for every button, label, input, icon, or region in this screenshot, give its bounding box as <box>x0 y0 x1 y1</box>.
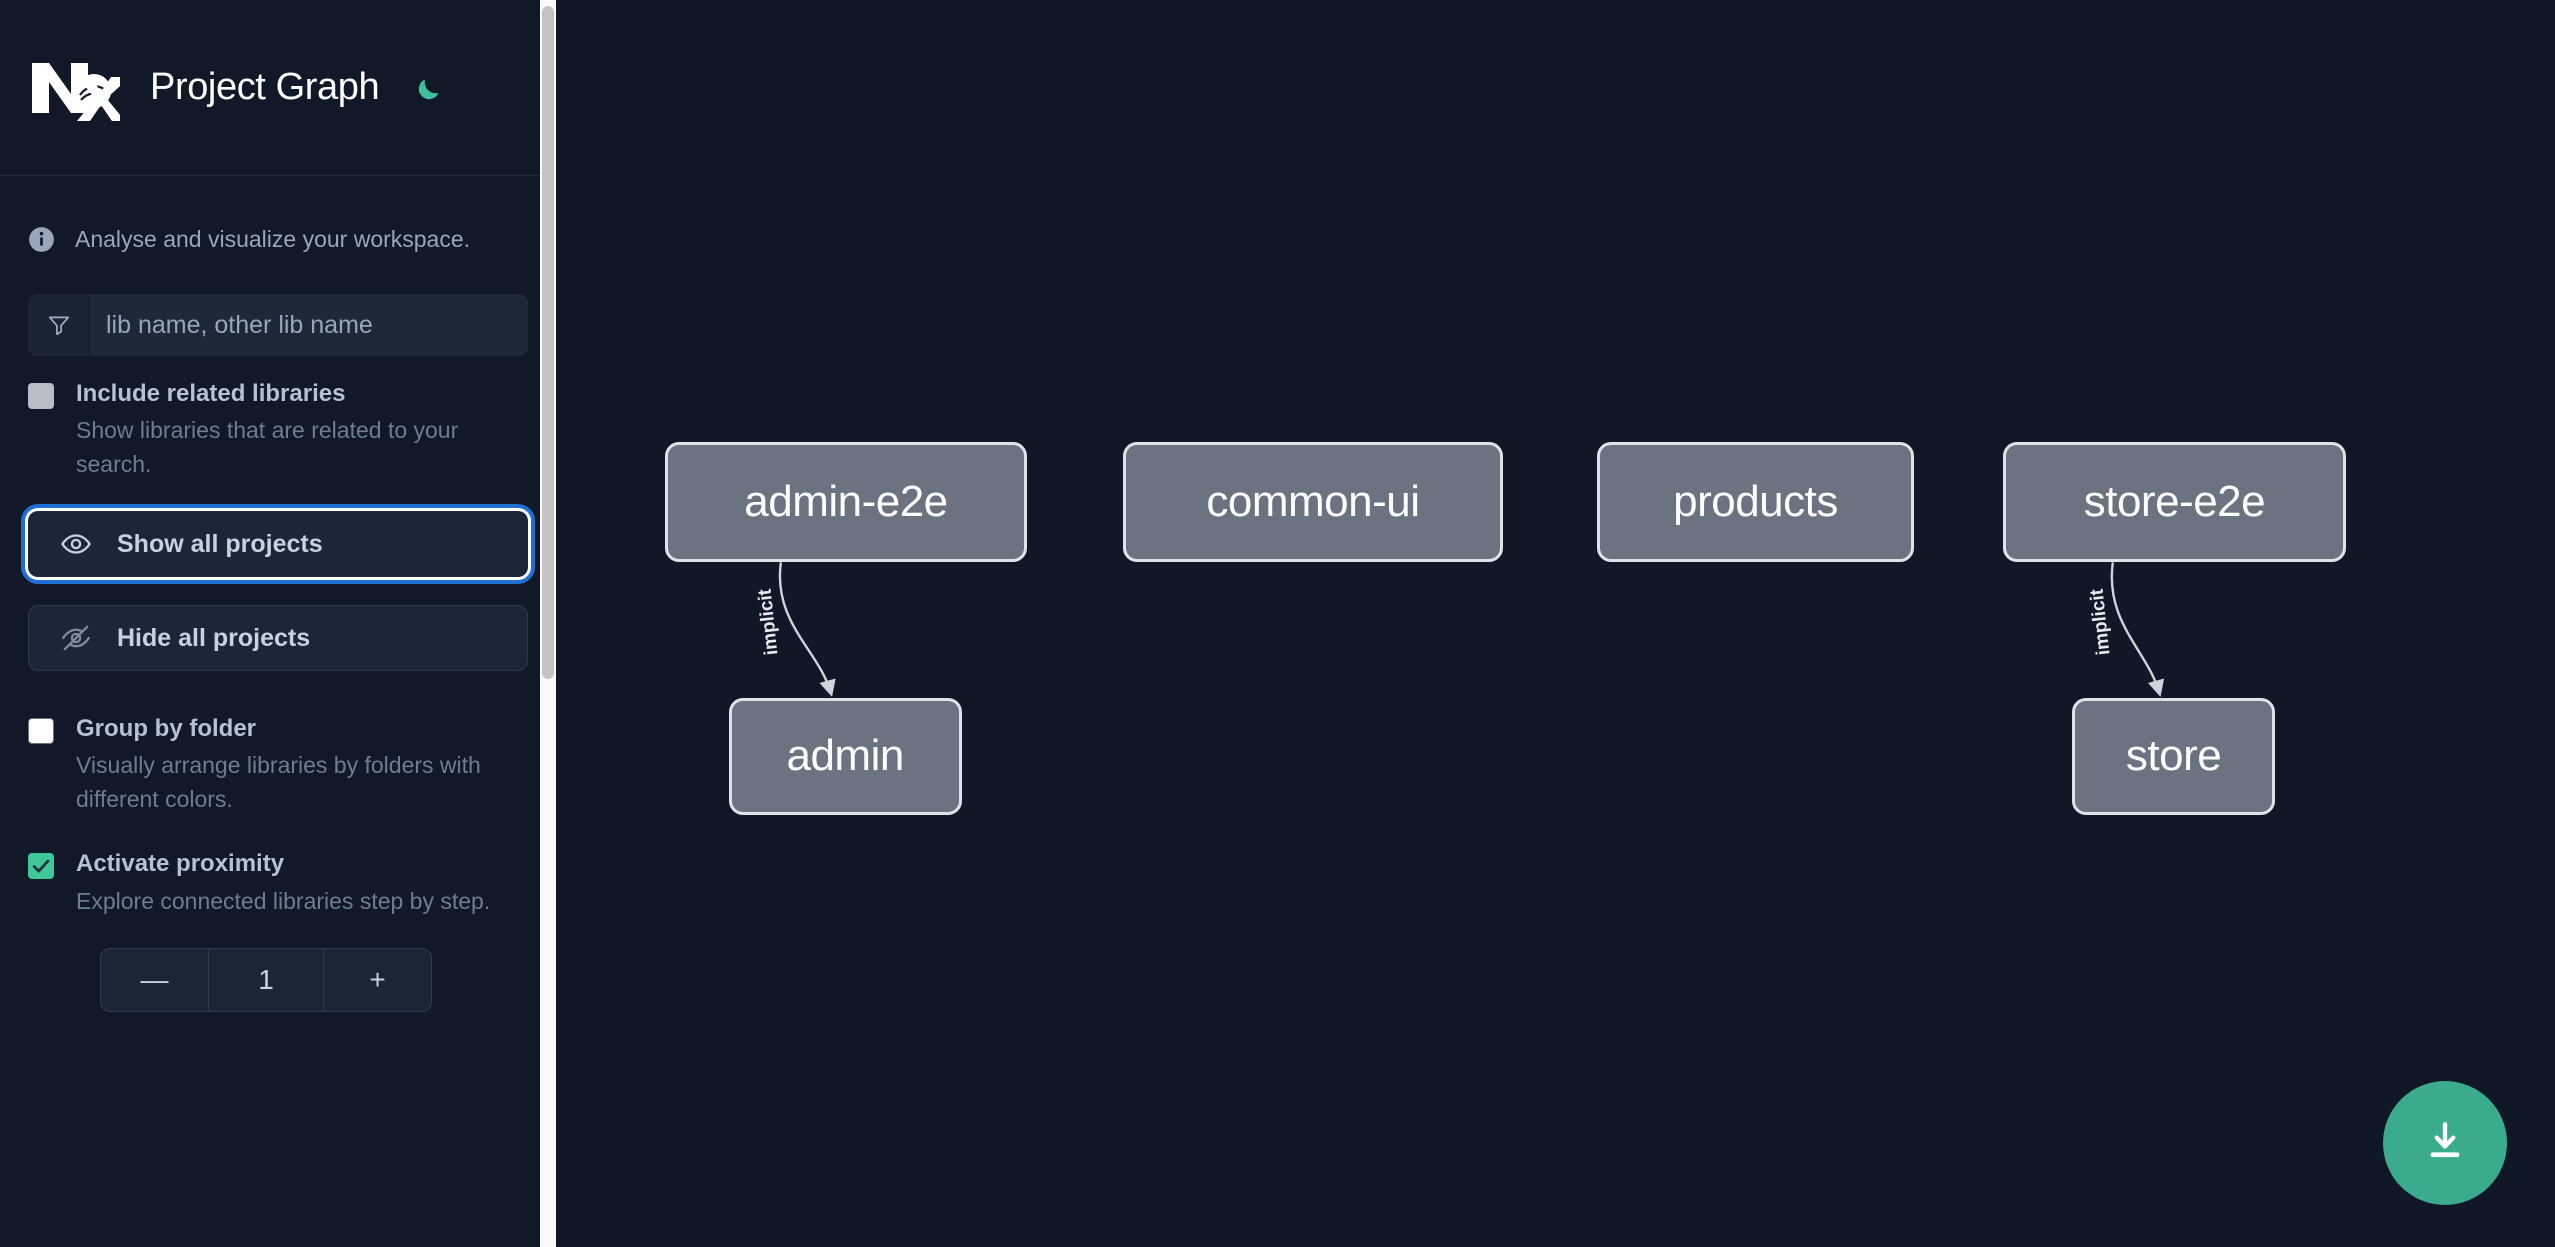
graph-node-label: store <box>2125 731 2222 781</box>
sidebar-scrollbar[interactable] <box>540 0 556 1247</box>
sidebar-scrollbar-thumb[interactable] <box>542 6 554 679</box>
search-row <box>0 268 556 356</box>
eye-icon <box>57 525 95 563</box>
option-label: Group by folder <box>76 715 256 743</box>
visibility-buttons: Show all projects Hide all projects <box>0 481 556 672</box>
sidebar: Project Graph Analyse and visualize your… <box>0 0 556 1247</box>
nx-logo-icon <box>28 55 130 121</box>
activate-proximity-checkbox[interactable] <box>28 853 54 880</box>
graph-edge <box>778 562 836 697</box>
tagline-text: Analyse and visualize your workspace. <box>75 225 471 252</box>
show-all-projects-button[interactable]: Show all projects <box>28 511 528 578</box>
show-all-projects-label: Show all projects <box>117 529 323 558</box>
proximity-stepper[interactable]: — 1 + <box>100 947 432 1012</box>
graph-node-label: store-e2e <box>2083 477 2266 527</box>
option-label: Include related libraries <box>76 380 346 407</box>
group-by-folder-checkbox[interactable] <box>28 718 54 745</box>
option-description: Explore connected libraries step by step… <box>76 887 491 914</box>
graph-node-store-e2e[interactable]: store-e2e <box>2003 441 2346 563</box>
page-title: Project Graph <box>150 66 380 108</box>
moon-icon[interactable] <box>409 67 451 109</box>
graph-edge <box>2110 562 2165 697</box>
graph-node-store[interactable]: store <box>2071 697 2276 815</box>
include-related-libraries-checkbox[interactable] <box>28 383 54 409</box>
tagline: Analyse and visualize your workspace. <box>0 176 556 268</box>
graph-node-admin-e2e[interactable]: admin-e2e <box>665 441 1027 563</box>
graph-node-admin[interactable]: admin <box>728 697 962 815</box>
eye-off-icon <box>57 619 95 657</box>
option-include-related-libraries[interactable]: Include related libraries Show libraries… <box>0 356 556 481</box>
graph-edges <box>778 562 2165 697</box>
option-description: Show libraries that are related to your … <box>76 417 459 477</box>
graph-node-products[interactable]: products <box>1597 441 1914 563</box>
graph-node-label: products <box>1673 477 1838 527</box>
download-graph-button[interactable] <box>2383 1081 2507 1205</box>
graph-node-common-ui[interactable]: common-ui <box>1123 441 1503 563</box>
graph-node-label: admin <box>786 731 904 781</box>
option-description: Visually arrange libraries by folders wi… <box>76 752 481 812</box>
search-input[interactable] <box>90 294 528 356</box>
option-group-by-folder[interactable]: Group by folder Visually arrange librari… <box>0 671 556 816</box>
proximity-value: 1 <box>209 948 323 1011</box>
graph-canvas[interactable]: admin-e2e common-ui products store-e2e admin… <box>556 0 2555 1247</box>
hide-all-projects-button[interactable]: Hide all projects <box>28 605 528 672</box>
graph-node-label: admin-e2e <box>744 477 948 527</box>
option-activate-proximity[interactable]: Activate proximity Explore connected lib… <box>0 816 556 918</box>
option-label: Activate proximity <box>76 850 285 878</box>
proximity-increment-button[interactable]: + <box>323 948 431 1011</box>
hide-all-projects-label: Hide all projects <box>117 623 311 652</box>
proximity-decrement-button[interactable]: — <box>101 948 209 1011</box>
download-icon <box>2420 1116 2470 1171</box>
graph-node-label: common-ui <box>1206 477 1420 527</box>
proximity-stepper-wrap: — 1 + <box>0 918 556 1012</box>
sidebar-header: Project Graph <box>0 0 556 176</box>
search-box[interactable] <box>28 294 528 356</box>
info-icon <box>28 226 55 253</box>
filter-icon[interactable] <box>28 294 90 356</box>
